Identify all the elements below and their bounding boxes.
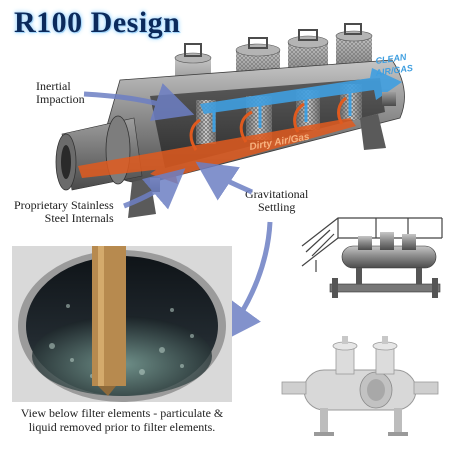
clean-stream-label-line1: CLEAN	[375, 52, 408, 66]
inertial-line-1: Inertial	[36, 79, 71, 93]
gravitational-settling-label: Gravitational Settling	[245, 188, 308, 214]
gravitational-callout-arrow-lower	[221, 221, 273, 343]
caption-line-1: View below filter elements - particulate…	[20, 406, 224, 420]
gravitational-callout-arrow-upper	[195, 161, 254, 201]
skid-mounted-unit-illustration	[301, 217, 443, 298]
inertial-callout-arrow	[83, 83, 195, 122]
filter-underside-photo	[12, 246, 232, 402]
dirty-flow-arrows	[78, 96, 356, 184]
inertial-line-2: Impaction	[36, 92, 85, 106]
caption-line-2: liquid removed prior to filter elements.	[28, 420, 216, 434]
standalone-unit-illustration	[281, 336, 439, 436]
stainless-internals-label: Proprietary Stainless Steel Internals	[14, 199, 114, 225]
photo-caption: View below filter elements - particulate…	[12, 406, 232, 434]
steel-line-1: Proprietary Stainless	[14, 198, 114, 212]
inertial-impaction-label: Inertial Impaction	[36, 80, 85, 106]
steel-line-2: Steel Internals	[44, 211, 114, 225]
diagram-title: R100 Design	[14, 6, 181, 39]
clean-flow-arrows	[200, 68, 402, 132]
grav-line-2: Settling	[257, 200, 296, 214]
steel-callout-arrow	[123, 168, 186, 210]
grav-line-1: Gravitational	[245, 187, 309, 201]
